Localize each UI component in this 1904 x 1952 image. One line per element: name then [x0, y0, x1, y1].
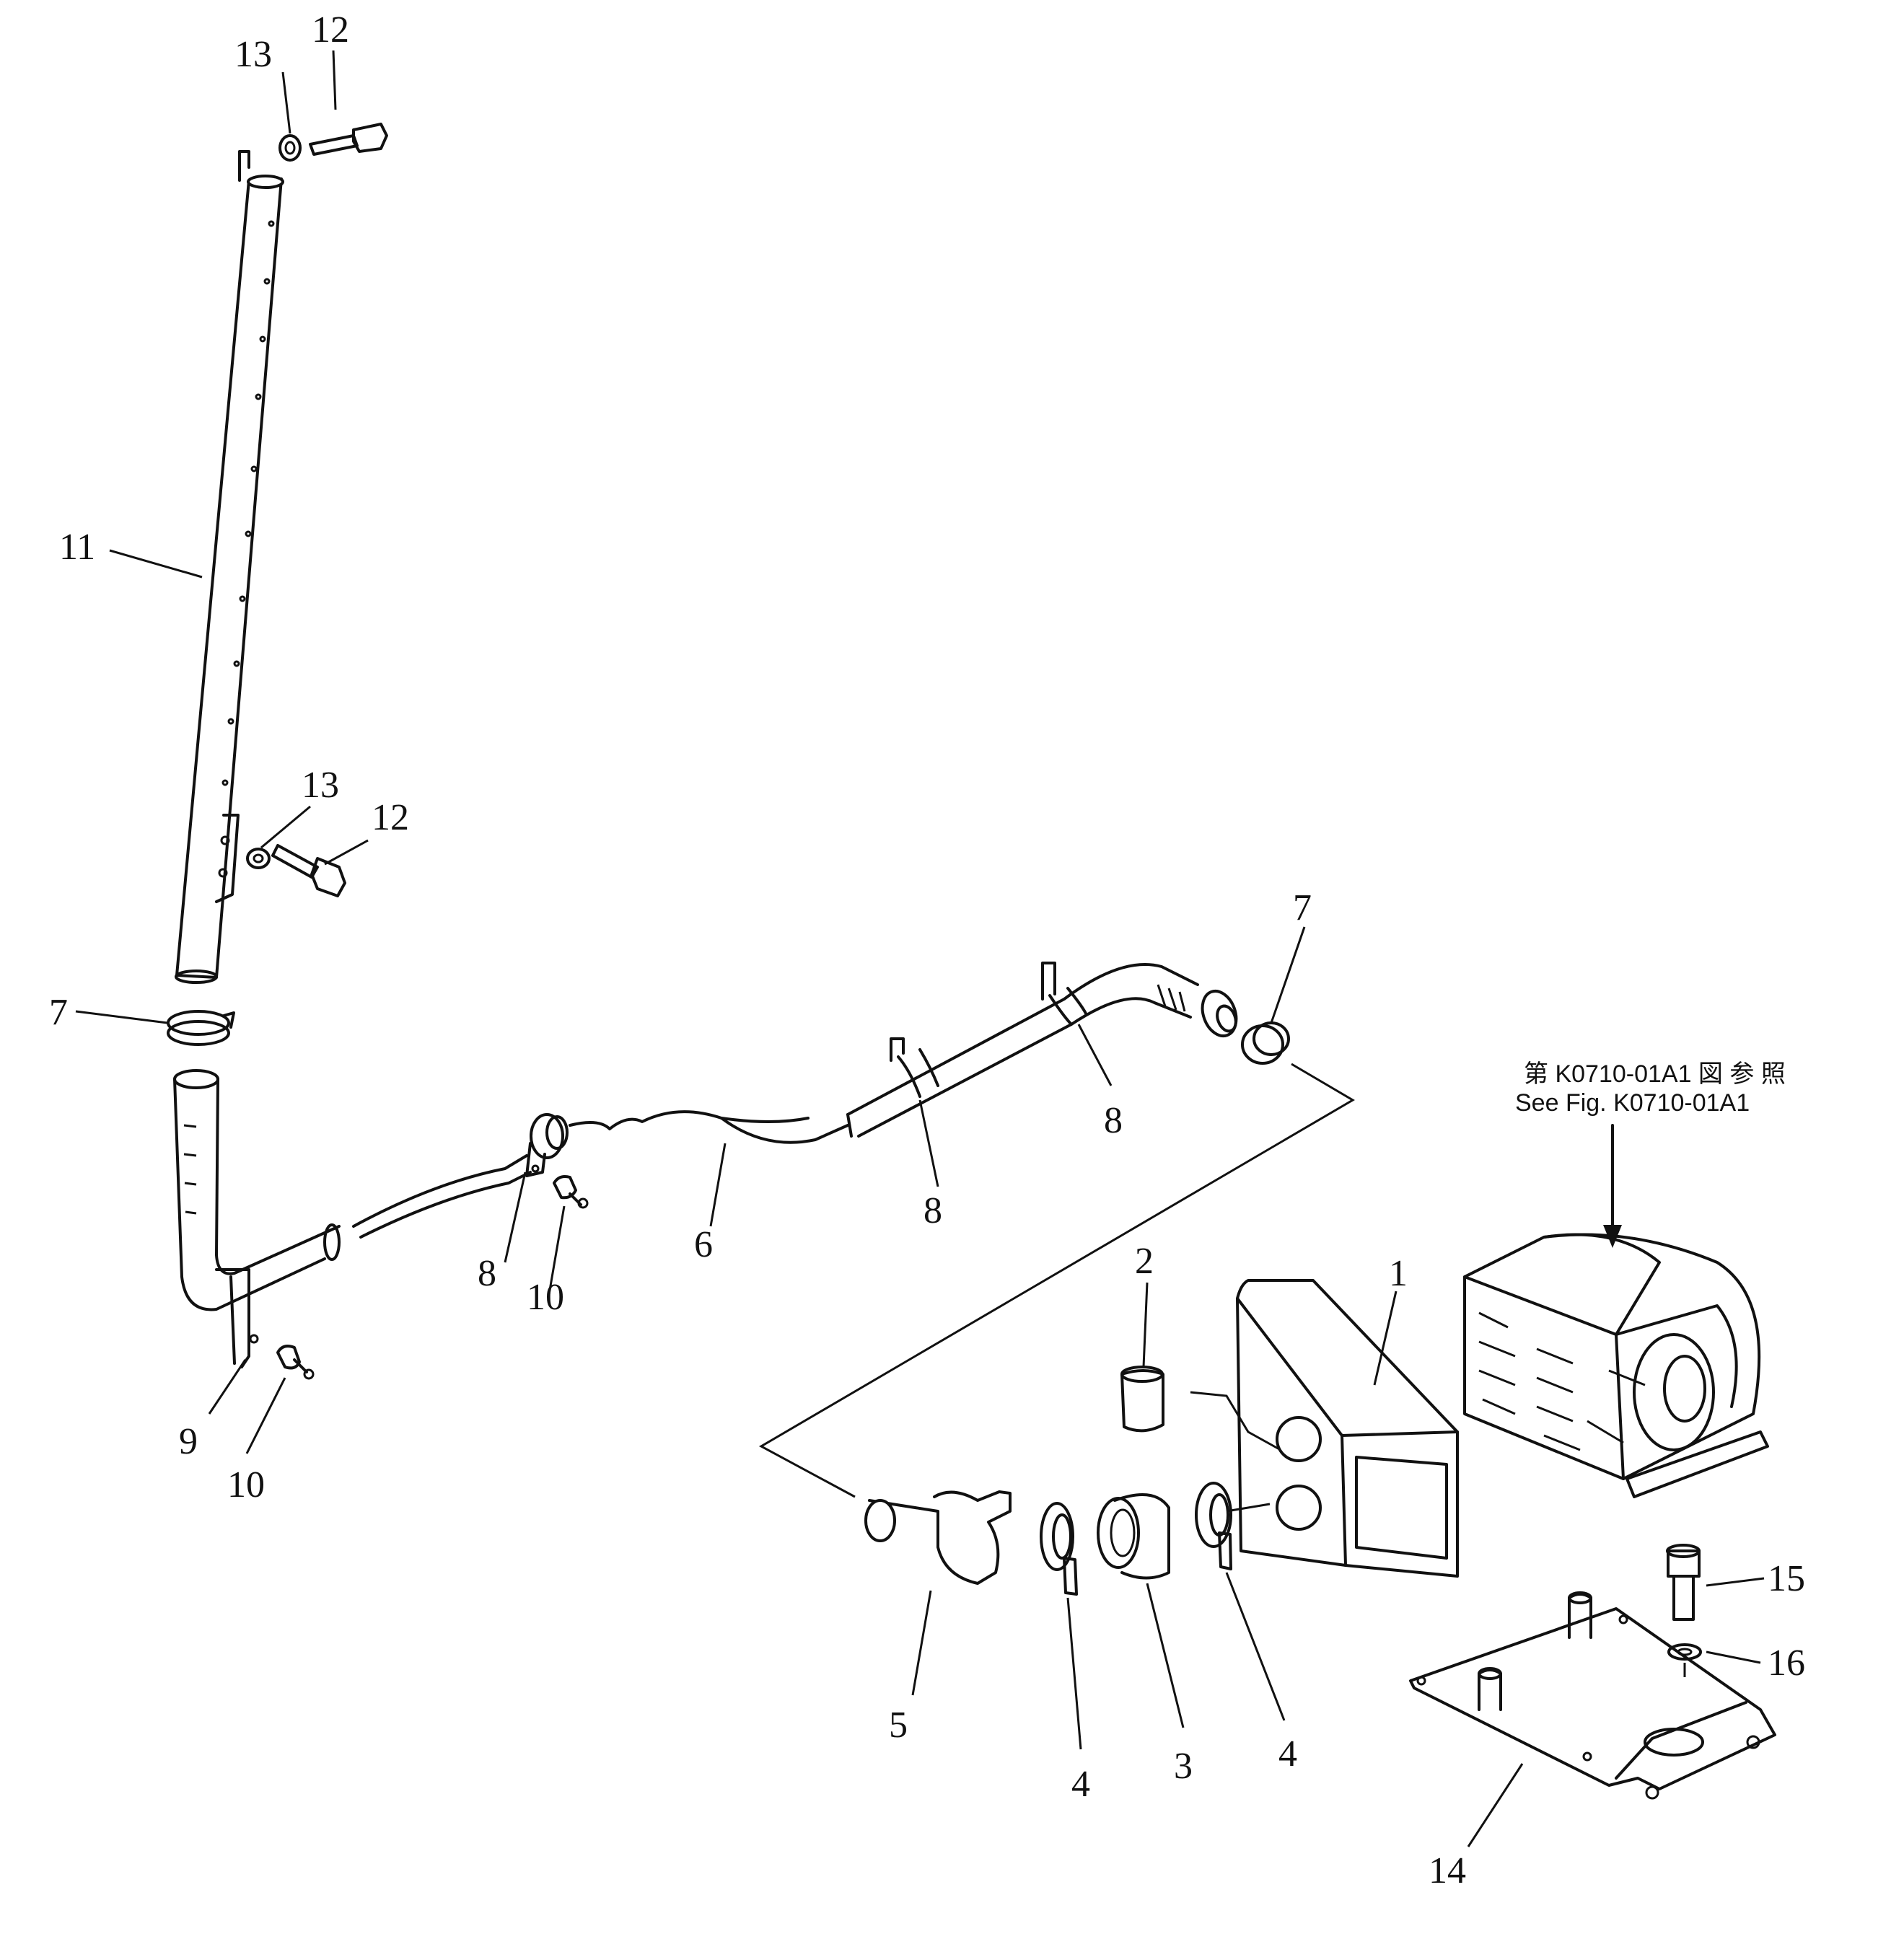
reference-note-en: See Fig. K0710-01A1: [1515, 1089, 1750, 1117]
bracket-plate-14: [1409, 1591, 1776, 1800]
callout-12-mid: 12: [372, 797, 409, 838]
hose-clamp-7-right: [1241, 1021, 1290, 1065]
reference-note-jp: 第 K0710-01A1 図 参 照: [1524, 1060, 1786, 1088]
hose-6: [352, 1110, 849, 1239]
callout-3: 3: [1174, 1746, 1193, 1787]
hose-clamp-7-left: [167, 1010, 235, 1046]
callout-5: 5: [889, 1705, 908, 1746]
callout-14: 14: [1429, 1850, 1466, 1891]
washer-16: [1667, 1643, 1702, 1661]
bolt-12-mid: [271, 844, 346, 897]
callout-15: 15: [1768, 1558, 1805, 1599]
bolt-15: [1666, 1544, 1701, 1621]
callout-9: 9: [179, 1421, 198, 1462]
callout-7-left: 7: [49, 992, 68, 1033]
bolt-10-mid: [553, 1175, 589, 1209]
upper-right-pipe: [846, 962, 1238, 1138]
bolt-12-top: [309, 123, 388, 156]
callout-4-right: 4: [1278, 1733, 1297, 1775]
callout-6: 6: [694, 1224, 713, 1265]
callout-12-top: 12: [312, 9, 349, 50]
adapter-1: [1236, 1279, 1459, 1578]
callout-8-mid: 8: [478, 1253, 496, 1294]
callout-labels: 13 12 11 13 12 7 9 10 8 10 6 8 8 7 2 1 5…: [49, 9, 1805, 1891]
reference-note: 第 K0710-01A1 図 参 照 See Fig. K0710-01A1: [1515, 1060, 1786, 1117]
sleeve-3: [1097, 1493, 1170, 1580]
clamp-8-mid: [525, 1113, 569, 1177]
lower-elbow-pipe: [173, 1069, 341, 1368]
callout-10-lower: 10: [227, 1464, 265, 1505]
elbow-duct-5: [864, 1490, 1012, 1585]
assembly-lines: [758, 1063, 1355, 1513]
callout-7-right: 7: [1293, 887, 1312, 928]
heater-unit: [1463, 1233, 1769, 1498]
bolt-10-lower: [276, 1345, 315, 1380]
callout-10-mid: 10: [527, 1277, 564, 1318]
reference-arrow: [1603, 1124, 1622, 1248]
clamp-4-left: [1040, 1502, 1078, 1596]
callout-8-lower: 8: [924, 1190, 942, 1231]
callout-4-left: 4: [1071, 1764, 1090, 1805]
callout-16: 16: [1768, 1643, 1805, 1684]
callout-11: 11: [59, 527, 95, 568]
callout-1: 1: [1389, 1253, 1408, 1294]
clamp-4-right: [1195, 1482, 1232, 1570]
sleeve-2: [1120, 1366, 1164, 1433]
callout-13-mid: 13: [302, 765, 339, 806]
washer-13-top: [278, 134, 302, 162]
callout-2: 2: [1135, 1241, 1154, 1282]
washer-13-mid: [246, 848, 271, 869]
duct-pipe-11: [175, 150, 284, 984]
leader-lines: [75, 50, 1765, 1847]
callout-8-upper: 8: [1104, 1100, 1123, 1141]
callout-13-top: 13: [234, 34, 272, 75]
